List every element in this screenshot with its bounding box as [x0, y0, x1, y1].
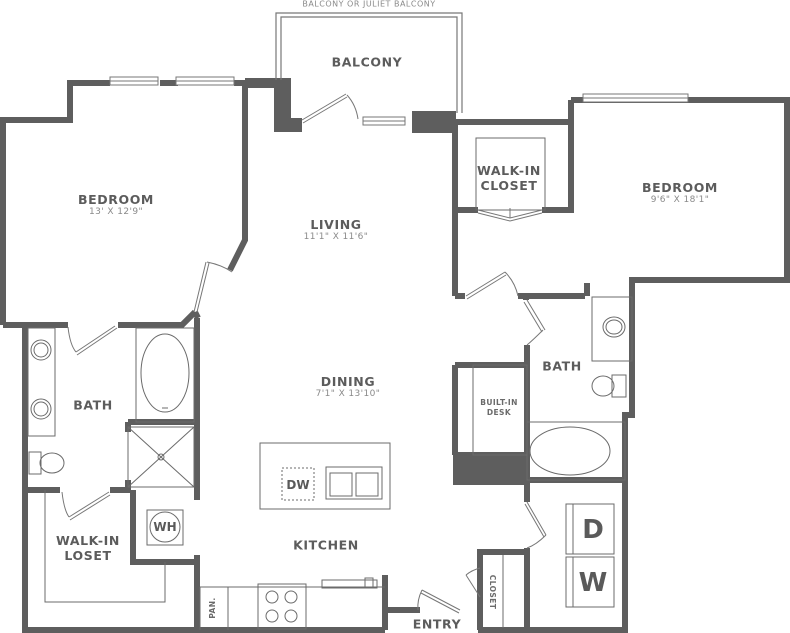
bedroom-right-label: BEDROOM 9'6" X 18'1"	[642, 180, 718, 206]
bedroom-right-name: BEDROOM	[642, 180, 718, 195]
builtin-desk-line2: DESK	[486, 408, 512, 417]
walkin-closet-left-line1: WALK-IN	[56, 533, 120, 548]
bedroom-left-dims: 13' X 12'9"	[88, 207, 143, 217]
bedroom-right-dims: 9'6" X 18'1"	[650, 195, 710, 205]
water-heater-label: WH	[153, 520, 177, 534]
walkin-closet-left-label: WALK-IN LOSET	[56, 533, 120, 563]
thick-walls	[245, 78, 527, 485]
washer-label: W	[578, 568, 608, 598]
living-label: LIVING 11'1" X 11'6"	[304, 217, 369, 243]
balcony-outline	[275, 12, 463, 113]
windows	[109, 76, 689, 126]
bath-right-label: BATH	[542, 358, 582, 374]
living-name: LIVING	[310, 217, 362, 232]
bedroom-left-name: BEDROOM	[78, 192, 154, 207]
walkin-closet-right-label: WALK-IN CLOSET	[477, 163, 541, 193]
pantry-label: PAN.	[208, 597, 217, 619]
dining-label: DINING 7'1" X 13'10"	[316, 374, 381, 400]
exterior-walls	[0, 80, 790, 633]
balcony-note: BALCONY OR JULIET BALCONY	[302, 0, 436, 9]
builtin-desk-line1: BUILT-IN	[480, 398, 518, 407]
fixtures	[27, 137, 633, 630]
dining-name: DINING	[320, 374, 376, 389]
bath-left-label: BATH	[73, 397, 113, 413]
walkin-closet-left-line2: LOSET	[64, 548, 112, 563]
walkin-closet-right-line2: CLOSET	[480, 178, 538, 193]
builtin-desk-label: BUILT-IN DESK	[480, 398, 518, 418]
closet-entry-label: CLOSET	[488, 574, 497, 610]
entry-label: ENTRY	[412, 616, 462, 632]
dryer-label: D	[582, 515, 604, 545]
walkin-closet-right-line1: WALK-IN	[477, 163, 541, 178]
dining-dims: 7'1" X 13'10"	[315, 389, 381, 399]
kitchen-label: KITCHEN	[293, 537, 359, 553]
balcony-label: BALCONY	[331, 54, 403, 70]
bedroom-left-label: BEDROOM 13' X 12'9"	[78, 192, 154, 218]
living-dims: 11'1" X 11'6"	[303, 232, 369, 242]
doors	[61, 93, 547, 614]
dishwasher-label: DW	[286, 478, 310, 492]
